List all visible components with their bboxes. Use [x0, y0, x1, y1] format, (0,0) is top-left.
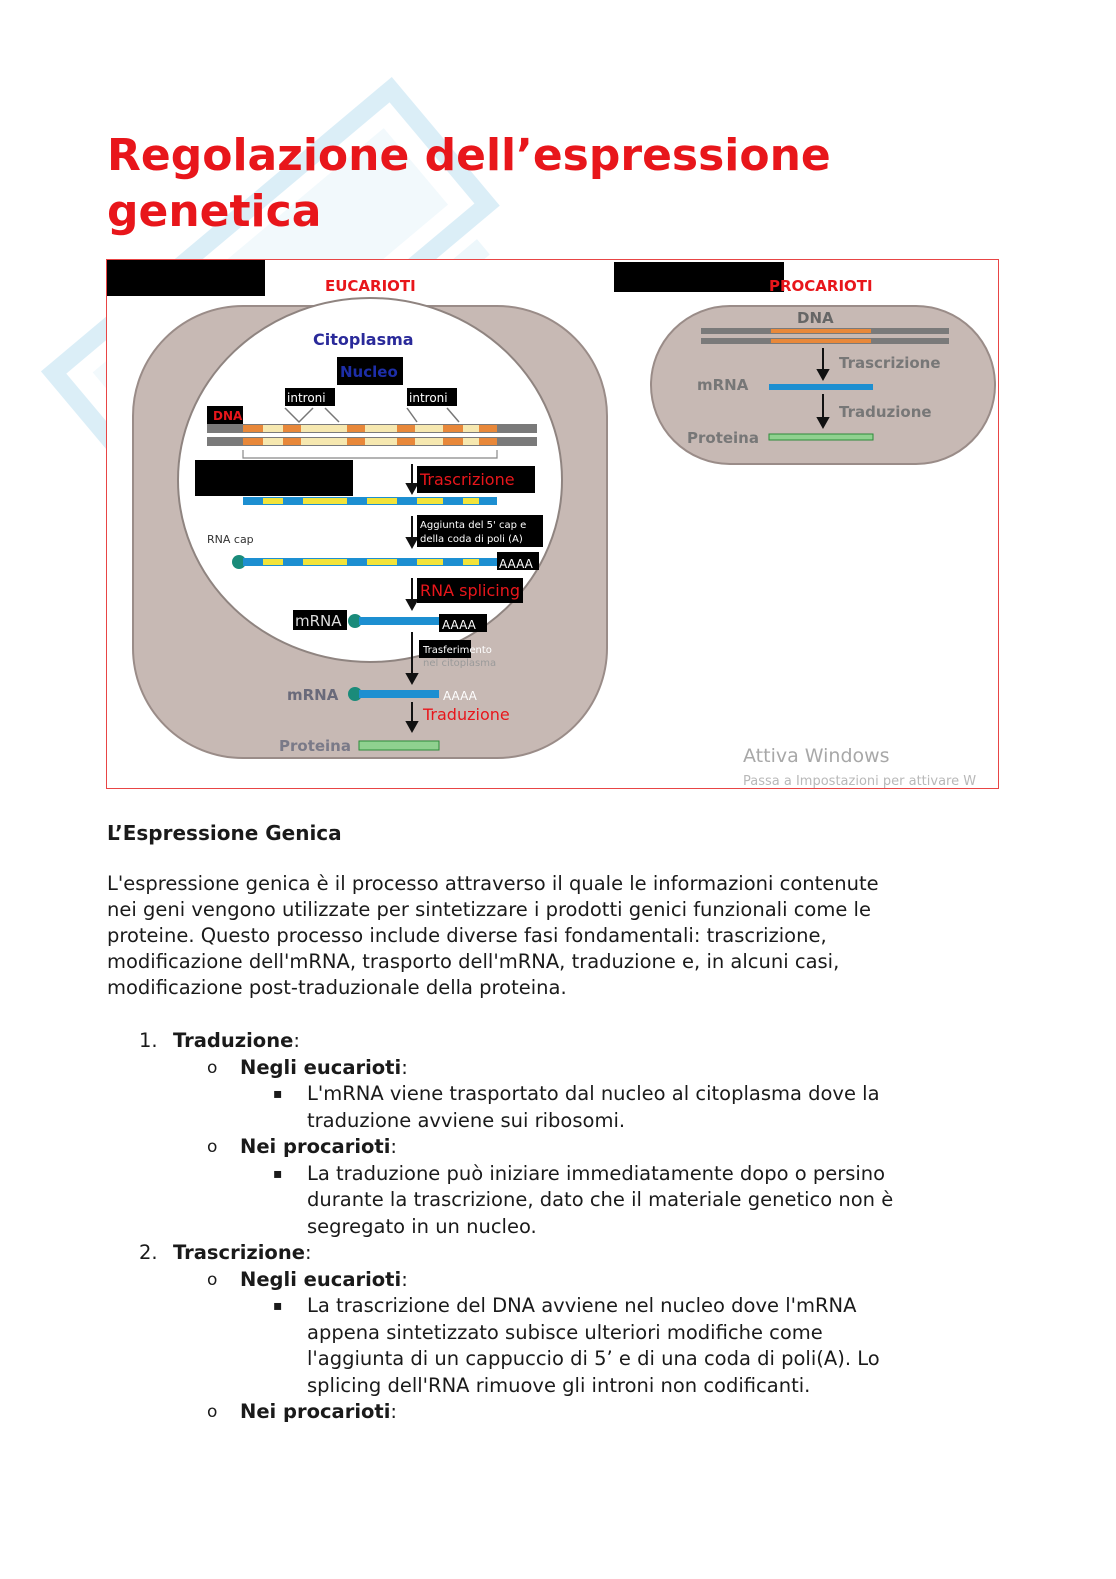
detail-line: La traduzione può iniziare immediatament… [307, 1161, 886, 1185]
label-box [407, 388, 457, 406]
detail-line: appena sintetizzato subisce ulteriori mo… [307, 1320, 823, 1344]
euk-arrows [405, 464, 419, 734]
detail-line: segregato in un nucleo. [307, 1214, 537, 1238]
trascrizione-label-euk: Trascrizione [419, 470, 515, 489]
list-item: 2. Trascrizione: [107, 1240, 1007, 1267]
eukaryotic-dna [207, 424, 537, 446]
mrna-pro [769, 384, 873, 390]
square-bullet-icon: ▪ [273, 1165, 283, 1182]
label-box [417, 515, 543, 547]
rna-cap-label: RNA cap [207, 533, 254, 546]
detail-line: La trascrizione del DNA avviene nel nucl… [307, 1294, 857, 1317]
sub-item-label: Nei procarioti [240, 1135, 391, 1158]
mature-mrna-cytoplasm [359, 690, 439, 698]
activate-windows-subtitle: Passa a Impostazioni per attivare W [743, 774, 976, 789]
sub-item-label: Negli eucarioti [240, 1055, 402, 1079]
paragraph-line: L'espressione genica è il processo attra… [107, 872, 879, 895]
aggiunta-label-line2: della coda di poli (A) [420, 534, 523, 545]
label-box [417, 466, 535, 493]
cap [232, 555, 246, 569]
poly-a-label-3: AAAA [443, 689, 478, 703]
circle-bullet-icon: o [207, 1137, 218, 1157]
page-title: Regolazione dell’espressione genetica [107, 130, 831, 237]
circle-bullet-icon: o [207, 1057, 218, 1078]
nucleus [177, 297, 563, 663]
introni-label-1: introni [287, 391, 326, 405]
sub-list-item: o Nei procarioti: [107, 1134, 1007, 1161]
gene-expression-figure: EUCARIOTI PROCARIOTI Citoplasma Nucleo i… [106, 259, 999, 789]
mrna-label-cytoplasm: mRNA [287, 686, 339, 704]
detail-item: ▪ La traduzione può iniziare immediatame… [107, 1161, 1007, 1241]
label-box [419, 640, 471, 658]
detail-item: ▪ La trascrizione del DNA avviene nel nu… [107, 1293, 1007, 1399]
pro-arrows [816, 348, 830, 430]
nucleo-box [337, 357, 403, 385]
trasferimento-label-line1: Trasferimento [422, 645, 492, 656]
sub-item-label: Negli eucarioti [240, 1267, 402, 1291]
poly-a-label-2: AAAA [442, 618, 477, 632]
rna-splicing-label: RNA splicing [420, 581, 520, 600]
list-item-label: Traduzione [173, 1029, 294, 1052]
gene-expression-diagram: EUCARIOTI PROCARIOTI Citoplasma Nucleo i… [107, 260, 996, 789]
protein-euk [358, 740, 440, 751]
paragraph-line: modificazione dell'mRNA, trasporto dell'… [107, 950, 840, 973]
sub-list-item: o Nei procarioti: [107, 1399, 1007, 1426]
paragraph-line: modificazione post-traduzionale della pr… [107, 976, 567, 999]
list-number: 1. [139, 1029, 158, 1052]
label-box [417, 578, 523, 603]
sub-item-label: Nei procarioti [240, 1400, 391, 1423]
traduzione-label-euk: Traduzione [422, 705, 510, 724]
nucleo-label: Nucleo [340, 363, 398, 381]
detail-line: L'mRNA viene trasportato dal nucleo al c… [307, 1082, 880, 1105]
detail-line: splicing dell'RNA rimuove gli introni no… [307, 1373, 811, 1397]
trascrizione-label-pro: Trascrizione [839, 354, 941, 372]
citoplasma-label: Citoplasma [313, 330, 414, 349]
traduzione-label-pro: Traduzione [839, 403, 932, 421]
list-item-label: Trascrizione [173, 1241, 305, 1264]
list-number: 2. [139, 1241, 158, 1264]
activate-windows-title: Attiva Windows [743, 745, 890, 767]
mrna-label-nucleus: mRNA [295, 612, 342, 630]
paragraph-line: proteine. Questo processo include divers… [107, 924, 827, 947]
intro-paragraph: L'espressione genica è il processo attra… [107, 871, 1007, 1001]
label-box [207, 406, 243, 424]
list-item: 1. Traduzione: [107, 1028, 1007, 1055]
circle-bullet-icon: o [207, 1402, 218, 1422]
label-box [293, 610, 347, 630]
mature-mrna-nucleus [359, 617, 439, 625]
redaction-box [107, 260, 265, 296]
sub-list-item: o Negli eucarioti: [107, 1267, 1007, 1294]
dna-label-pro: DNA [797, 309, 834, 327]
protein-pro [768, 433, 874, 441]
proteina-label-pro: Proteina [687, 429, 759, 447]
sub-list-item: o Negli eucarioti: [107, 1055, 1007, 1082]
capped-pre-mrna [243, 558, 497, 566]
redaction-box [195, 460, 353, 496]
detail-item: ▪ L'mRNA viene trasportato dal nucleo al… [107, 1081, 1007, 1134]
introni-label-2: introni [409, 391, 448, 405]
outline-list: 1. Traduzione: o Negli eucarioti: ▪ L'mR… [107, 1028, 1007, 1426]
section-heading: L’Espressione Genica [107, 821, 342, 845]
pre-mrna [243, 497, 497, 505]
mrna-label-pro: mRNA [697, 376, 749, 394]
proteina-label-euk: Proteina [279, 737, 351, 755]
redaction-box [614, 262, 784, 292]
dna-label-euk: DNA [213, 409, 243, 423]
detail-line: durante la trascrizione, dato che il mat… [307, 1188, 894, 1211]
label-box [285, 388, 335, 406]
detail-line: traduzione avviene sui ribosomi. [307, 1108, 626, 1132]
aggiunta-label-line1: Aggiunta del 5' cap e [420, 520, 526, 531]
poly-a-label-1: AAAA [499, 557, 534, 571]
paragraph-line: nei geni vengono utilizzate per sintetiz… [107, 898, 871, 921]
circle-bullet-icon: o [207, 1269, 218, 1290]
prokaryotic-dna [701, 328, 949, 344]
detail-line: l'aggiunta di un cappuccio di 5’ e di un… [307, 1347, 880, 1370]
trasferimento-label-line2: nel citoplasma [423, 658, 496, 669]
square-bullet-icon: ▪ [273, 1298, 283, 1314]
procarioti-label: PROCARIOTI [769, 277, 873, 295]
square-bullet-icon: ▪ [273, 1086, 283, 1102]
eucarioti-label: EUCARIOTI [325, 277, 416, 295]
